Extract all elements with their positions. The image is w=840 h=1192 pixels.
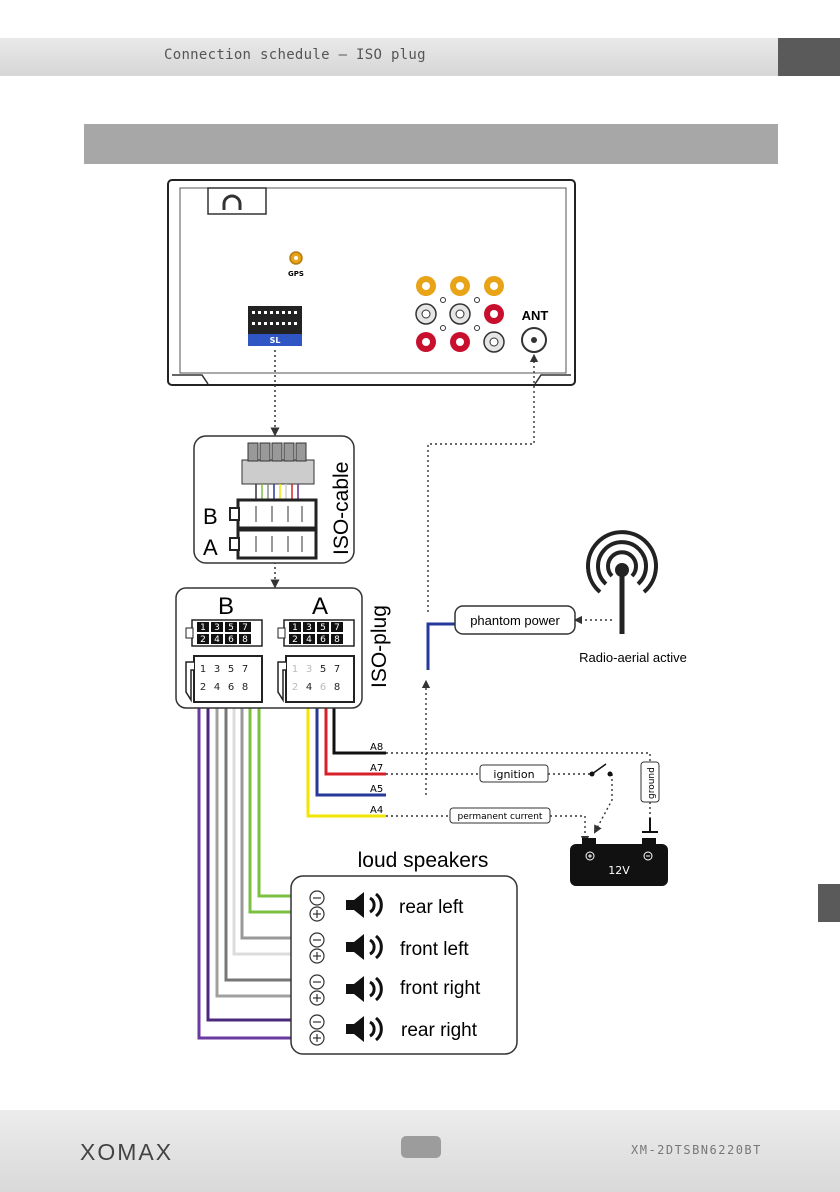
- plug-b-pin-1: 1: [200, 623, 206, 633]
- plug-a-lower-pin-3: 3: [306, 664, 312, 675]
- wire-label-a8: A8: [370, 742, 383, 753]
- plug-b-pin-2: 2: [200, 635, 206, 645]
- plug-b-pin-7: 7: [242, 623, 248, 633]
- plug-b-pin-4: 4: [214, 635, 220, 645]
- plug-a-pin-2: 2: [292, 635, 298, 645]
- permanent-current-label: permanent current: [458, 812, 543, 822]
- plug-a-pin-5: 5: [320, 623, 326, 633]
- iso-cable: B A ISO-cable: [194, 436, 354, 563]
- plug-a-lower-pin-2: 2: [292, 682, 298, 693]
- speaker-label-rear-right: rear right: [401, 1020, 478, 1041]
- speaker-label-front-right: front right: [400, 978, 481, 999]
- battery-voltage: 12V: [608, 864, 630, 877]
- plug-a-lower-pin-7: 7: [334, 664, 340, 675]
- plug-a-pin-4: 4: [306, 635, 312, 645]
- brand-logo: XOMAX: [80, 1139, 173, 1166]
- plug-b-pin-5: 5: [228, 623, 234, 633]
- wire-label-a4: A4: [370, 805, 383, 816]
- aerial-label: Radio-aerial active: [579, 650, 687, 665]
- iso-plug-title: ISO-plug: [368, 605, 391, 688]
- rca-jacks: [416, 276, 504, 352]
- ignition-label: ignition: [493, 768, 534, 781]
- plug-a-pin-6: 6: [320, 635, 326, 645]
- plug-b-lower-pin-5: 5: [228, 664, 234, 675]
- plug-a-pin-8: 8: [334, 635, 340, 645]
- ignition-switch-icon: [590, 764, 613, 777]
- wire-label-a5: A5: [370, 784, 383, 795]
- speaker-label-front-left: front left: [400, 939, 469, 960]
- ground-label: ground: [647, 767, 657, 799]
- cable-label-a: A: [203, 535, 218, 560]
- head-unit: GPS SL ANT: [168, 180, 575, 385]
- plug-a-lower-pin-6: 6: [320, 682, 326, 693]
- model-number: XM-2DTSBN6220BT: [631, 1143, 762, 1157]
- plug-b-lower-pin-8: 8: [242, 682, 248, 693]
- antenna-icon: [588, 532, 656, 634]
- page-number-badge: [401, 1136, 441, 1158]
- iso-plug: B A 1 3 5 7 2 4 6 8 1 3 5 7 2 4 6 8: [176, 588, 391, 708]
- plug-b-pin-3: 3: [214, 623, 220, 633]
- page-footer: XOMAX XM-2DTSBN6220BT: [0, 1110, 840, 1192]
- antenna-socket-icon: [522, 328, 546, 352]
- plug-a-lower-pin-1: 1: [292, 664, 298, 675]
- plug-label-b: B: [218, 593, 234, 620]
- plug-a-lower-pin-4: 4: [306, 682, 312, 693]
- plug-a-pin-1: 1: [292, 623, 298, 633]
- ant-label: ANT: [522, 308, 549, 323]
- wire-label-a7: A7: [370, 763, 383, 774]
- speakers-title: loud speakers: [358, 849, 489, 872]
- plug-b-pin-6: 6: [228, 635, 234, 645]
- gps-icon: [290, 252, 302, 264]
- plug-b-lower-pin-1: 1: [200, 664, 206, 675]
- sl-label: SL: [270, 336, 281, 345]
- phantom-power-label: phantom power: [470, 613, 560, 628]
- iso-cable-title: ISO-cable: [330, 462, 353, 555]
- plug-b-lower-pin-6: 6: [228, 682, 234, 693]
- battery-icon: [570, 838, 668, 886]
- speaker-wires: [199, 700, 306, 1038]
- plug-b-lower-pin-3: 3: [214, 664, 220, 675]
- cable-label-b: B: [203, 504, 218, 529]
- speaker-label-rear-left: rear left: [399, 897, 464, 918]
- plug-b-lower-pin-7: 7: [242, 664, 248, 675]
- plug-a-lower-pin-5: 5: [320, 664, 326, 675]
- plug-b-pin-8: 8: [242, 635, 248, 645]
- plug-a-pin-7: 7: [334, 623, 340, 633]
- plug-label-a: A: [312, 593, 328, 620]
- plug-a-pin-3: 3: [306, 623, 312, 633]
- gps-label: GPS: [288, 270, 304, 278]
- plug-b-lower-pin-4: 4: [214, 682, 220, 693]
- plug-b-lower-pin-2: 2: [200, 682, 206, 693]
- plug-a-lower-pin-8: 8: [334, 682, 340, 693]
